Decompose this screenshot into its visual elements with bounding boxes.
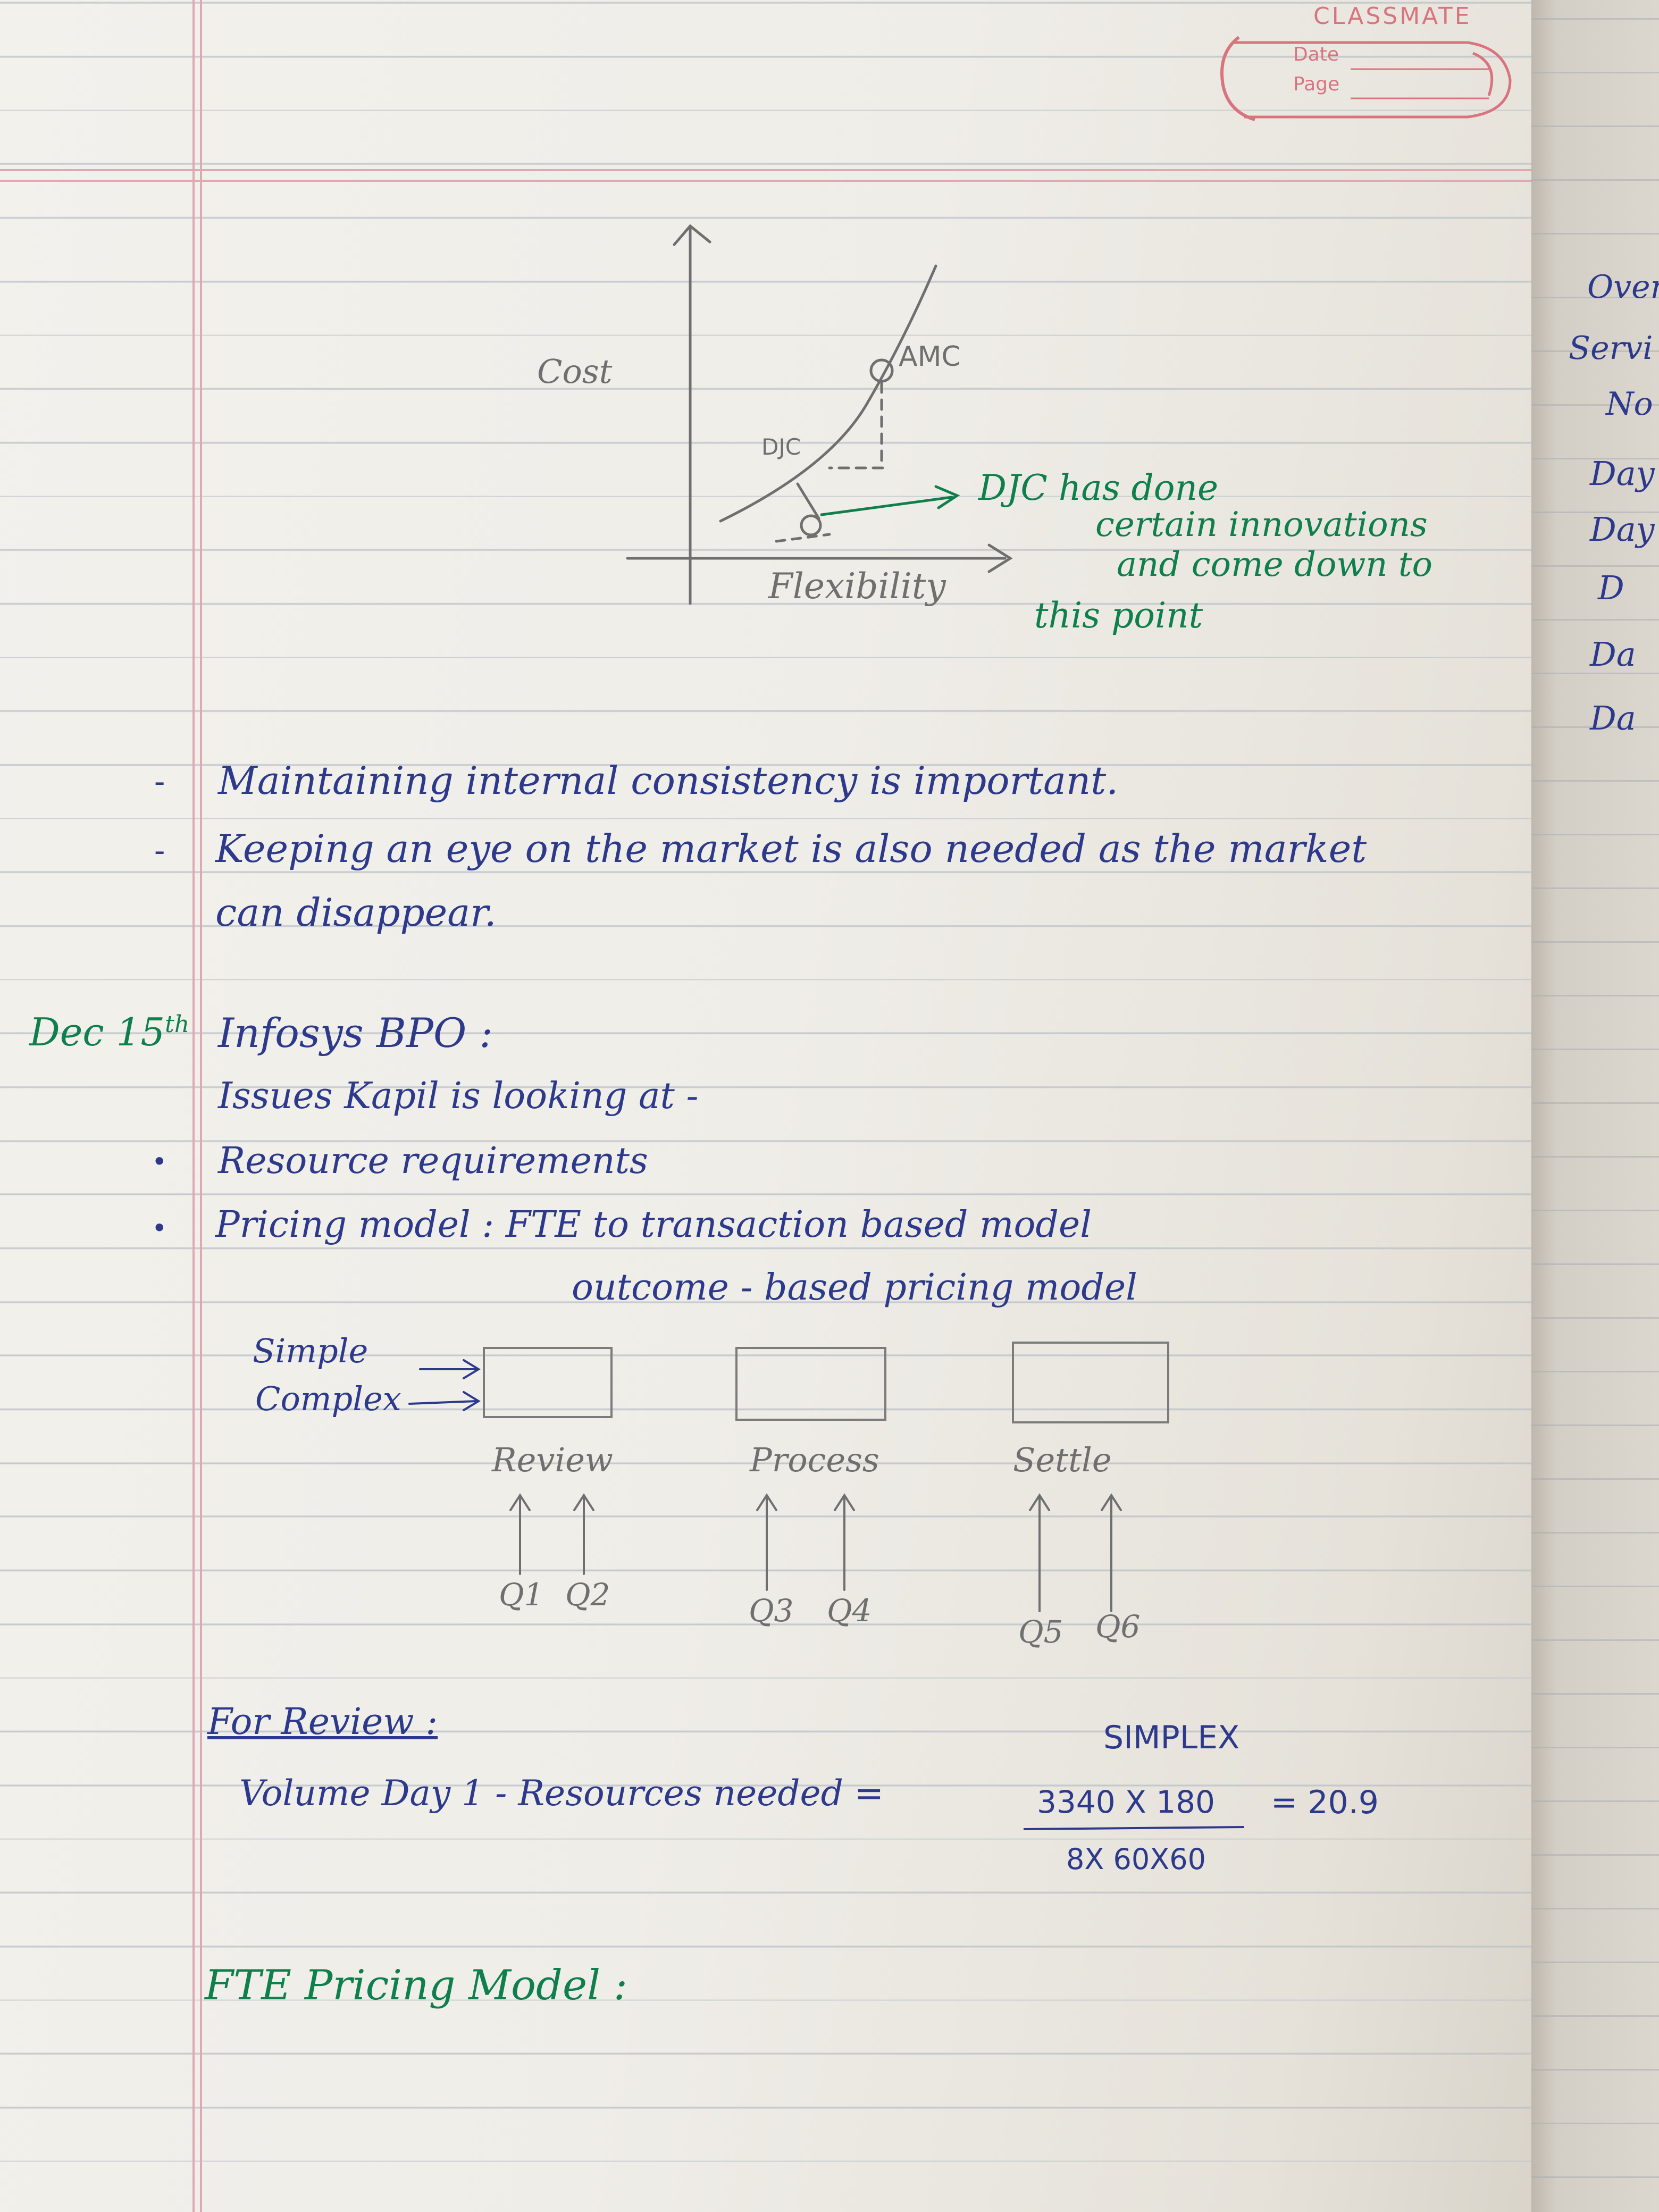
list-bullet: • — [152, 1213, 167, 1244]
cost-curve — [719, 264, 937, 523]
pricing-continuation: outcome - based pricing model — [572, 1267, 1137, 1309]
review-box — [483, 1347, 613, 1418]
sketch-note-line-1: DJC has done — [978, 467, 1219, 508]
final-heading: FTE Pricing Model : — [205, 1962, 628, 2009]
side-fragment: Da — [1590, 699, 1636, 738]
notebook-page — [0, 0, 1537, 2212]
bullet-marker: - — [154, 763, 165, 800]
queue-label: Q1 — [499, 1577, 544, 1613]
flow-input-complex: Complex — [255, 1379, 401, 1418]
complex-arrow-line — [408, 1400, 477, 1405]
calc-label: Volume Day 1 - Resources needed = — [239, 1773, 884, 1814]
section-date-day: Dec 15 — [29, 1010, 165, 1054]
margin-line-left — [192, 0, 195, 2212]
sketch-x-label: Flexibility — [768, 566, 946, 607]
y-axis-arrow — [673, 224, 711, 246]
list-item: Resource requirements — [218, 1140, 648, 1182]
flow-input-simple: Simple — [253, 1331, 368, 1370]
list-bullet: • — [152, 1146, 167, 1177]
side-fragment: No — [1606, 386, 1653, 423]
section-title: Infosys BPO : — [218, 1009, 493, 1057]
bullet-marker: - — [154, 832, 165, 869]
ruled-lines — [0, 0, 1537, 2212]
section-subtitle: Issues Kapil is looking at - — [218, 1075, 699, 1117]
bullet-text-continued: can disappear. — [215, 890, 497, 935]
sketch-note-line-2: certain innovations — [1095, 505, 1428, 544]
sketch-y-label: Cost — [537, 352, 613, 391]
side-fragment: Servi — [1569, 330, 1653, 367]
simple-arrowhead — [463, 1359, 481, 1379]
adjacent-ruled-lines — [1531, 0, 1659, 2212]
djc-base-line — [775, 533, 831, 543]
date-label: Date — [1293, 44, 1339, 65]
section-date: Dec 15th — [29, 1010, 190, 1054]
side-fragment: Over — [1587, 269, 1659, 306]
section-date-suffix: th — [165, 1011, 190, 1038]
process-box — [735, 1347, 886, 1421]
queue-label: Q3 — [749, 1593, 794, 1629]
calc-heading: For Review : — [207, 1701, 438, 1743]
side-fragment: Day — [1590, 510, 1655, 549]
margin-line-top — [0, 169, 1537, 171]
x-axis-arrow — [987, 543, 1013, 573]
queue-label: Q5 — [1018, 1614, 1063, 1650]
djc-note-arrowhead — [934, 485, 960, 509]
bullet-text: Keeping an eye on the market is also nee… — [215, 826, 1367, 871]
calc-result: = 20.9 — [1271, 1784, 1379, 1821]
amc-point-marker — [869, 358, 894, 383]
margin-line-left-2 — [200, 0, 202, 2212]
djc-point-marker — [800, 514, 822, 537]
calc-system: SIMPLEX — [1103, 1719, 1240, 1756]
stage-label-settle: Settle — [1013, 1440, 1112, 1479]
settle-box — [1012, 1342, 1169, 1423]
side-fragment: Day — [1590, 454, 1655, 493]
sketch-note-line-3: and come down to — [1117, 545, 1433, 584]
adjacent-page — [1531, 0, 1659, 2212]
queue-label: Q6 — [1095, 1608, 1141, 1645]
sketch-amc-label: AMC — [899, 341, 961, 373]
queue-label: Q4 — [827, 1593, 872, 1629]
djc-note-arrow-line — [820, 496, 953, 516]
page-label: Page — [1293, 73, 1340, 95]
complex-arrowhead — [463, 1391, 481, 1411]
stage-label-review: Review — [492, 1440, 613, 1479]
djc-leader — [796, 482, 820, 520]
calc-denominator: 8X 60X60 — [1066, 1842, 1206, 1876]
brand-name: CLASSMATE — [1313, 3, 1472, 30]
margin-line-top-2 — [0, 180, 1537, 182]
queue-label: Q2 — [565, 1577, 610, 1613]
side-fragment: Da — [1590, 635, 1636, 674]
stage-label-process: Process — [750, 1440, 879, 1479]
sketch-djc-label: DJC — [761, 434, 801, 460]
list-item: Pricing model : FTE to transaction based… — [215, 1204, 1092, 1246]
side-fragment: D — [1598, 568, 1624, 607]
bullet-text: Maintaining internal consistency is impo… — [218, 758, 1119, 803]
calc-numerator: 3340 X 180 — [1037, 1784, 1215, 1820]
sketch-note-line-4: this point — [1034, 595, 1203, 636]
